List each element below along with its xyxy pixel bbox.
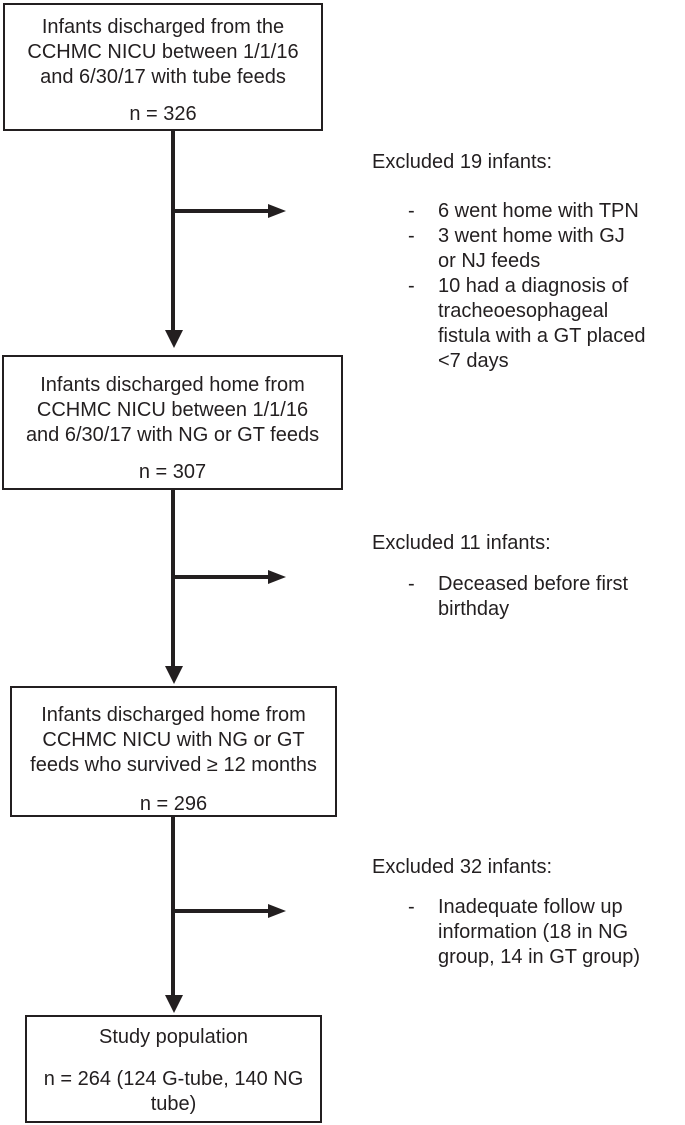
exclusion-item-text: 3 went home with GJ or NJ feeds — [438, 225, 625, 272]
box-n-value: n = 307 — [138, 461, 207, 483]
bullet-dash: - — [408, 200, 415, 222]
exclusion-list: - Inadequate follow up information (18 i… — [372, 895, 672, 970]
arrow-branch-3 — [173, 909, 268, 913]
list-item: - Deceased before first birthday — [372, 572, 672, 622]
arrowhead-right-icon — [268, 570, 286, 584]
exclusion-heading: Excluded 32 infants: — [372, 856, 553, 878]
flow-box-discharged-ng-gt: Infants discharged home from CCHMC NICU … — [2, 355, 343, 490]
box-n-value: n = 296 — [139, 793, 208, 815]
list-item: - 6 went home with TPN — [372, 199, 672, 224]
exclusion-block-1: Excluded 19 infants: - 6 went home with … — [372, 150, 672, 374]
arrow-branch-2 — [173, 575, 268, 579]
exclusion-block-2: Excluded 11 infants: - Deceased before f… — [372, 531, 672, 622]
flow-box-discharged-tube-feeds: Infants discharged from the CCHMC NICU b… — [3, 3, 323, 131]
box-n-value: n = 264 (124 G-tube, 140 NG tube) — [43, 1068, 304, 1115]
box-title: Study population — [98, 1026, 248, 1048]
exclusion-list: - 6 went home with TPN - 3 went home wit… — [372, 199, 672, 374]
arrow-stem-3 — [171, 817, 175, 995]
box-title: Infants discharged home from CCHMC NICU … — [30, 704, 317, 776]
flow-box-survived-12-months: Infants discharged home from CCHMC NICU … — [10, 686, 337, 817]
box-title: Infants discharged from the CCHMC NICU b… — [27, 16, 299, 88]
arrowhead-right-icon — [268, 904, 286, 918]
exclusion-item-text: Deceased before first birthday — [438, 573, 629, 620]
flow-box-study-population: Study population n = 264 (124 G-tube, 14… — [25, 1015, 322, 1123]
arrowhead-down-icon — [165, 330, 183, 348]
bullet-dash: - — [408, 896, 415, 918]
exclusion-item-text: 6 went home with TPN — [438, 200, 639, 222]
exclusion-item-text: Inadequate follow up information (18 in … — [438, 896, 640, 968]
arrowhead-right-icon — [268, 204, 286, 218]
box-title: Infants discharged home from CCHMC NICU … — [25, 374, 320, 446]
exclusion-block-3: Excluded 32 infants: - Inadequate follow… — [372, 855, 672, 970]
list-item: - 10 had a diagnosis of tracheoesophagea… — [372, 274, 672, 374]
bullet-dash: - — [408, 573, 415, 595]
exclusion-heading: Excluded 11 infants: — [372, 532, 551, 554]
arrow-branch-1 — [173, 209, 268, 213]
bullet-dash: - — [408, 225, 415, 247]
bullet-dash: - — [408, 275, 415, 297]
box-n-value: n = 326 — [129, 103, 197, 125]
list-item: - 3 went home with GJ or NJ feeds — [372, 224, 672, 274]
arrow-stem-1 — [171, 131, 175, 330]
arrowhead-down-icon — [165, 666, 183, 684]
arrowhead-down-icon — [165, 995, 183, 1013]
list-item: - Inadequate follow up information (18 i… — [372, 895, 672, 970]
exclusion-item-text: 10 had a diagnosis of tracheoesophageal … — [438, 275, 646, 372]
exclusion-list: - Deceased before first birthday — [372, 572, 672, 622]
exclusion-heading: Excluded 19 infants: — [372, 151, 553, 173]
